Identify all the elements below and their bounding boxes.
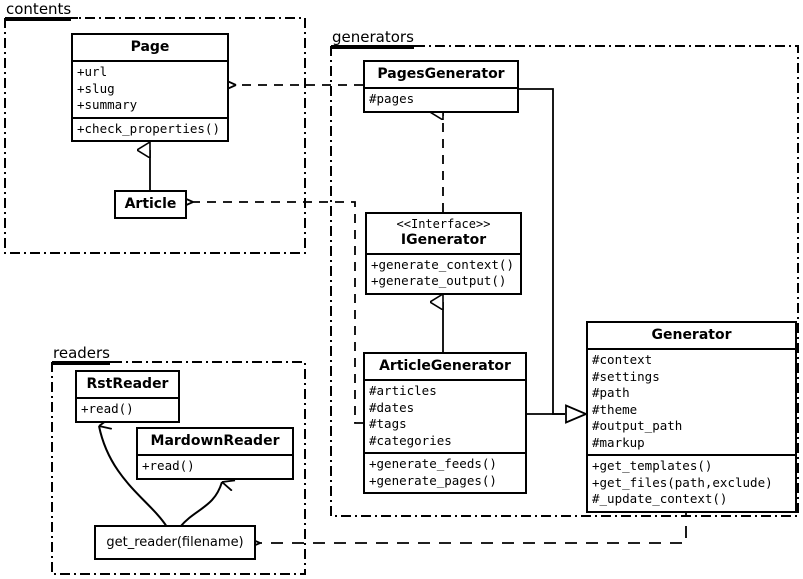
class-title-articlegenerator: ArticleGenerator: [379, 358, 511, 374]
attribute-item: #context: [592, 352, 653, 368]
attribute-item: #pages: [369, 91, 415, 107]
class-operations-page: +check_properties(): [73, 116, 227, 141]
class-attributes-articlegenerator: #articles #dates #tags #categories: [365, 379, 525, 452]
attribute-item: #markup: [592, 434, 645, 450]
operation-item: +generate_context(): [371, 256, 514, 272]
class-box-igenerator[interactable]: <<Interface>> IGenerator +generate_conte…: [365, 212, 522, 295]
attribute-item: #path: [592, 385, 630, 401]
attribute-item: #categories: [369, 432, 452, 448]
attribute-item: #articles: [369, 383, 437, 399]
class-operations-rstreader: +read(): [77, 397, 178, 421]
attribute-item: #dates: [369, 399, 415, 415]
relation-getreader-creates-mardownreader: [179, 482, 222, 528]
class-title-igenerator: <<Interface>> IGenerator: [367, 214, 520, 253]
class-title-rstreader: RstReader: [86, 376, 169, 392]
attribute-item: +slug: [77, 80, 115, 96]
generalization-arrowhead-generator: [565, 404, 589, 424]
attribute-item: +url: [77, 64, 108, 80]
class-title-article: Article: [124, 196, 177, 212]
function-box-get-reader[interactable]: get_reader(filename): [94, 525, 256, 560]
operation-item: +read(): [81, 401, 134, 417]
package-label-generators: generators: [332, 28, 414, 49]
package-label-contents: contents: [6, 0, 72, 21]
operation-item: #_update_context(): [592, 491, 728, 507]
attribute-item: #settings: [592, 368, 660, 384]
class-title-page: Page: [130, 39, 170, 55]
operation-item: +generate_pages(): [369, 472, 497, 488]
class-box-articlegenerator[interactable]: ArticleGenerator #articles #dates #tags …: [363, 352, 527, 495]
class-box-page[interactable]: Page +url +slug +summary +check_properti…: [71, 33, 229, 143]
class-title-mardownreader: MardownReader: [150, 433, 280, 449]
class-name-igenerator: IGenerator: [400, 231, 487, 248]
package-label-readers: readers: [53, 344, 110, 365]
class-box-generator[interactable]: Generator #context #settings #path #them…: [586, 321, 797, 513]
operation-item: +generate_output(): [371, 273, 507, 289]
class-box-pagesgenerator[interactable]: PagesGenerator #pages: [363, 60, 519, 113]
class-title-pagesgenerator: PagesGenerator: [377, 66, 505, 82]
operation-item: +get_files(path,exclude): [592, 474, 773, 490]
relation-articlegenerator-depends-article: [193, 202, 363, 424]
class-operations-mardownreader: +read(): [138, 454, 292, 478]
operation-item: +get_templates(): [592, 458, 713, 474]
attribute-item: #output_path: [592, 418, 683, 434]
class-box-rstreader[interactable]: RstReader +read(): [75, 370, 180, 423]
attribute-item: #tags: [369, 416, 407, 432]
class-operations-generator: +get_templates() +get_files(path,exclude…: [588, 454, 795, 511]
class-operations-igenerator: +generate_context() +generate_output(): [367, 252, 520, 293]
class-attributes-generator: #context #settings #path #theme #output_…: [588, 348, 795, 454]
attribute-item: +summary: [77, 97, 138, 113]
class-operations-articlegenerator: +generate_feeds() +generate_pages(): [365, 452, 525, 492]
operation-item: +read(): [142, 458, 195, 474]
attribute-item: #theme: [592, 401, 638, 417]
class-stereotype-igenerator: <<Interface>>: [396, 217, 491, 231]
class-title-generator: Generator: [651, 327, 732, 343]
operation-item: +check_properties(): [77, 120, 220, 136]
operation-item: +generate_feeds(): [369, 456, 497, 472]
class-box-article[interactable]: Article: [114, 190, 187, 220]
class-attributes-pagesgenerator: #pages: [365, 87, 517, 111]
class-box-mardownreader[interactable]: MardownReader +read(): [136, 427, 294, 480]
class-attributes-page: +url +slug +summary: [73, 60, 227, 117]
function-label-get-reader: get_reader(filename): [106, 535, 244, 550]
